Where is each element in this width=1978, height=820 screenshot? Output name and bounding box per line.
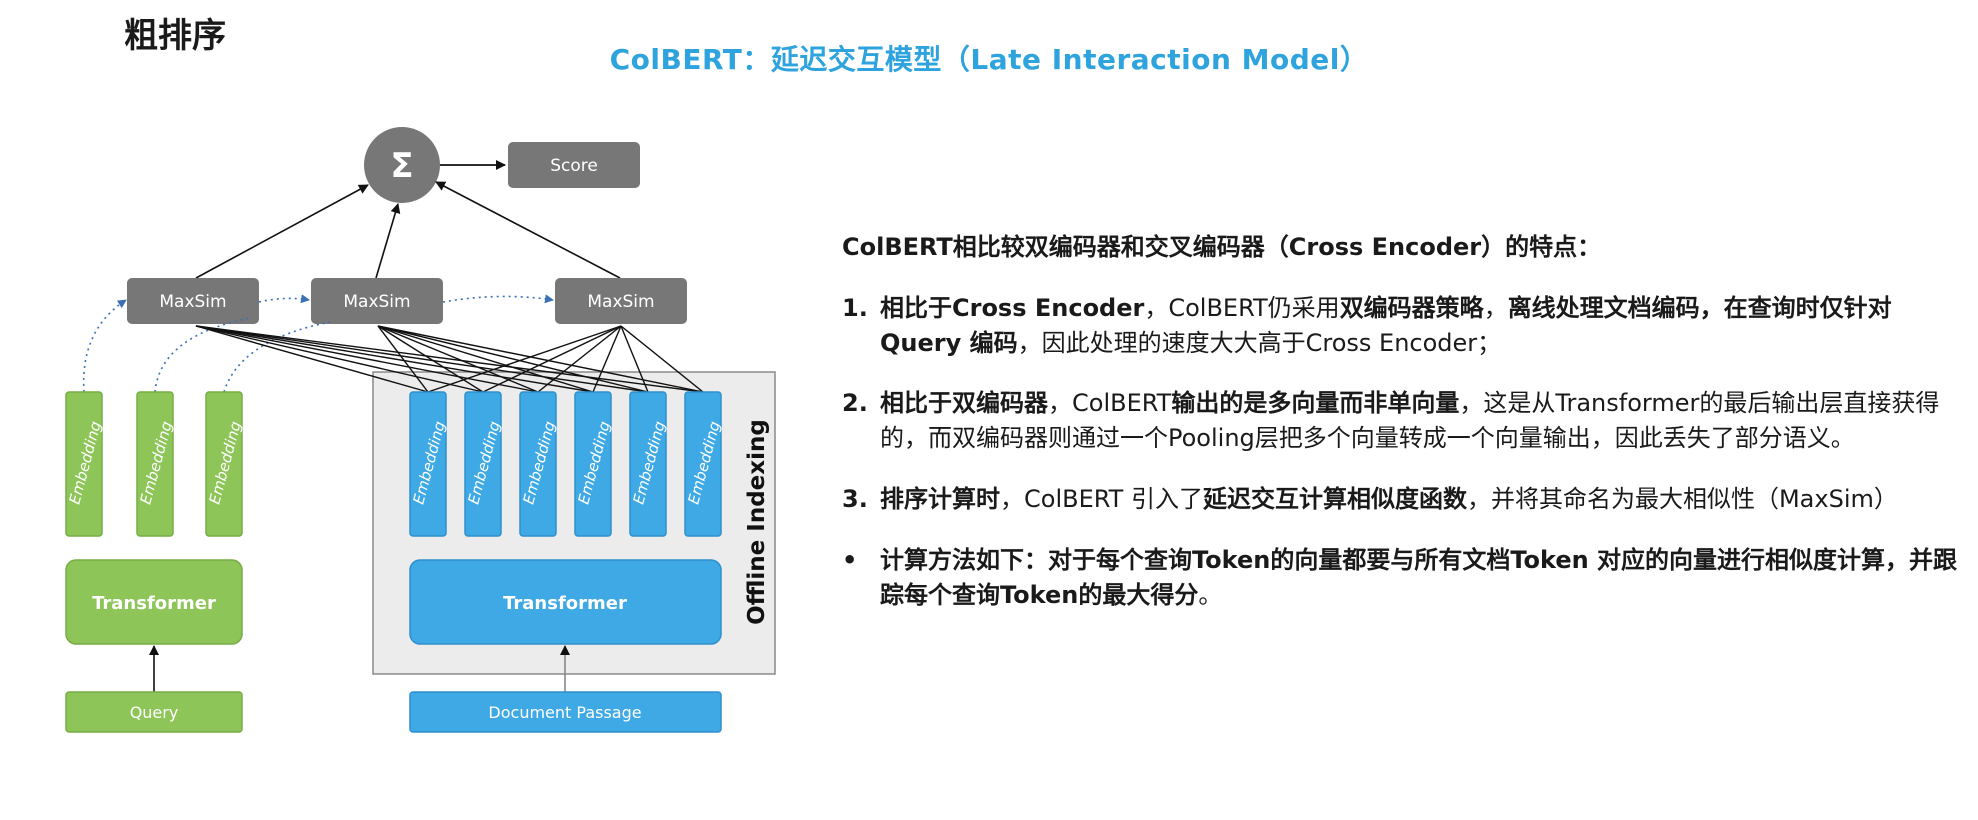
dotted-query-emb-1 xyxy=(82,299,127,393)
score-box xyxy=(508,142,640,188)
doc-embedding-2: Embedding xyxy=(464,391,504,537)
query-embedding-3: Embedding xyxy=(205,391,245,537)
doc-transformer-label: Transformer xyxy=(503,593,627,614)
document-input-box xyxy=(409,691,722,733)
doc-embedding-4: Embedding xyxy=(574,391,614,537)
score-label: Score xyxy=(550,156,598,176)
feature-text: 相比于双编码器，ColBERT输出的是多向量而非单向量，这是从Transform… xyxy=(880,389,1940,453)
feature-text: 排序计算时，ColBERT 引入了延迟交互计算相似度函数，并将其命名为最大相似性… xyxy=(880,484,1898,513)
document-input-label: Document Passage xyxy=(488,703,641,722)
colbert-diagram: Offline Indexing Σ Score MaxSim MaxSim M… xyxy=(65,127,776,733)
maxsim-label-1: MaxSim xyxy=(159,292,226,312)
features-intro: ColBERT相比较双编码器和交叉编码器（Cross Encoder）的特点： xyxy=(842,233,1602,261)
feature-item-2: 2. 相比于双编码器，ColBERT输出的是多向量而非单向量，这是从Transf… xyxy=(842,386,1962,456)
features-panel: ColBERT相比较双编码器和交叉编码器（Cross Encoder）的特点： … xyxy=(842,230,1962,638)
doc-transformer-box xyxy=(409,559,722,645)
maxsim-2-to-sum xyxy=(375,203,401,279)
feature-number: 2. xyxy=(842,389,868,418)
doc-embedding-6: Embedding xyxy=(684,391,724,537)
feature-text: 相比于Cross Encoder，ColBERT仍采用双编码器策略，离线处理文档… xyxy=(880,293,1892,357)
dotted-link-2-3 xyxy=(442,294,554,304)
query-transformer-label: Transformer xyxy=(92,593,216,614)
query-transformer-box xyxy=(65,559,243,645)
bullet-marker: • xyxy=(842,545,858,574)
maxsim-1-to-sum xyxy=(195,184,369,279)
feature-item-1: 1. 相比于Cross Encoder，ColBERT仍采用双编码器策略，离线处… xyxy=(842,291,1962,361)
query-input-label: Query xyxy=(130,703,179,722)
maxsim-box-3 xyxy=(555,278,687,324)
doc-embedding-3: Embedding xyxy=(519,391,559,537)
maxsim-label-2: MaxSim xyxy=(343,292,410,312)
feature-number: 1. xyxy=(842,293,868,322)
maxsim-3-to-sum xyxy=(435,181,621,279)
dotted-query-emb-2 xyxy=(154,317,251,393)
maxsim-box-2 xyxy=(311,278,443,324)
feature-number: 3. xyxy=(842,484,868,513)
feature-item-3: 3. 排序计算时，ColBERT 引入了延迟交互计算相似度函数，并将其命名为最大… xyxy=(842,482,1962,517)
maxsim-label-3: MaxSim xyxy=(587,292,654,312)
doc-embedding-5: Embedding xyxy=(629,391,669,537)
query-input-box xyxy=(65,691,243,733)
slide-title: ColBERT：延迟交互模型（Late Interaction Model） xyxy=(609,43,1369,76)
feature-text: 计算方法如下：对于每个查询Token的向量都要与所有文档Token 对应的向量进… xyxy=(880,545,1958,609)
query-embedding-2: Embedding xyxy=(136,391,176,537)
doc-embedding-1: Embedding xyxy=(409,391,449,537)
offline-indexing-label: Offline Indexing xyxy=(744,419,770,625)
computation-bullet: • 计算方法如下：对于每个查询Token的向量都要与所有文档Token 对应的向… xyxy=(842,543,1962,613)
sum-symbol: Σ xyxy=(390,146,413,186)
corner-title: 粗排序 xyxy=(124,16,226,56)
dotted-link-1-2 xyxy=(258,294,310,304)
maxsim-box-1 xyxy=(127,278,259,324)
sum-node xyxy=(364,127,440,203)
query-embedding-1: Embedding xyxy=(65,391,105,537)
doc-to-maxsim-links xyxy=(195,325,704,393)
